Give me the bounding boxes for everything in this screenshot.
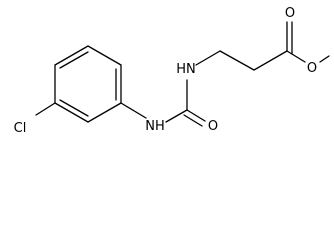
ring-bond-4 — [87, 102, 122, 123]
urea-c-o-bond — [186, 109, 206, 122]
ring-bond-5-inner — [59, 99, 89, 117]
urea-c-o-bond-2 — [183, 114, 203, 127]
aryl-nh-label: NH — [145, 119, 165, 134]
ch2-ch2-bond — [219, 50, 255, 71]
n-carbonyl-bond — [165, 109, 188, 123]
c-cl-bond — [35, 102, 56, 116]
ester-carbonyl-oxygen-label: O — [285, 6, 295, 21]
chlorine-label: Cl — [14, 121, 27, 136]
ring-n-bond — [120, 102, 147, 119]
ester-c-o-single-bond — [286, 50, 306, 63]
alkyl-hn-label: HN — [176, 62, 196, 77]
bonds — [35, 21, 330, 127]
ch2-ester-c-bond — [253, 50, 288, 71]
ester-ether-oxygen-label: O — [307, 61, 317, 76]
ring-bond-1-inner — [59, 51, 89, 69]
atom-labels: Cl NH O HN O O — [14, 6, 317, 136]
ring-bond-5 — [54, 102, 89, 123]
ring-bond-2 — [87, 45, 122, 66]
urea-carbonyl-oxygen-label: O — [208, 119, 218, 134]
ring-bond-1 — [54, 45, 89, 66]
n-ch2-bond — [195, 50, 221, 66]
structure-diagram: Cl NH O HN O O — [14, 6, 330, 136]
molecule-drawing: Cl NH O HN O O — [14, 6, 330, 136]
o-methyl-bond — [319, 55, 330, 63]
